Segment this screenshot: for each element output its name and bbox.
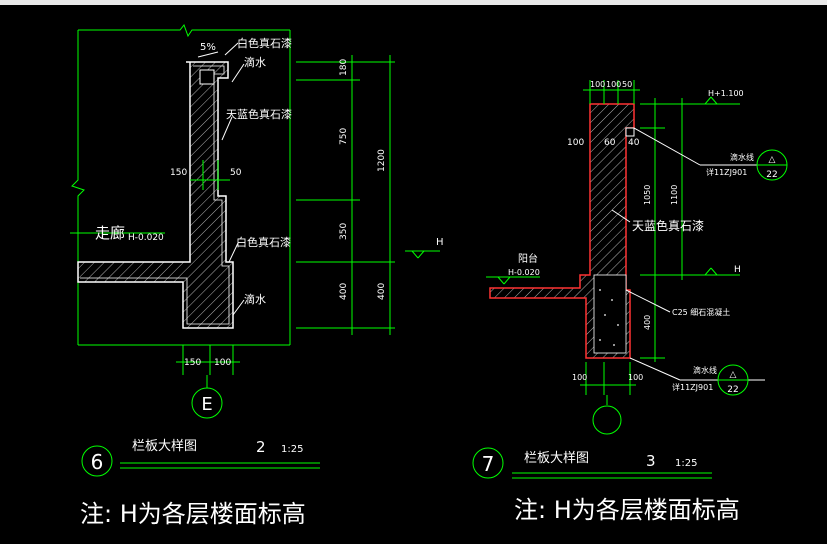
label-ref: 详11ZJ901 — [706, 167, 747, 177]
dim-top-100b: 100 — [606, 80, 621, 89]
label-h-right: H — [734, 265, 741, 275]
dim-40: 40 — [628, 138, 640, 148]
label-balcony: 阳台 — [518, 252, 538, 265]
callout-num-bottom: 22 — [727, 385, 738, 395]
detail-right: △ 22 △ 22 100 100 50 100 60 40 H+1.100 滴… — [472, 80, 788, 479]
title-scale-left: 1:25 — [281, 444, 303, 455]
label-h-left: H — [436, 237, 444, 248]
dim-150-bottom: 150 — [184, 358, 201, 368]
detail-left: E 5% 白色真石漆 滴水 天蓝色真石漆 白色真石漆 滴水 走廊 H-0.020… — [70, 23, 444, 477]
axis-bubble-e — [191, 387, 223, 419]
svg-text:△: △ — [730, 370, 737, 380]
dim-top-50: 50 — [622, 80, 632, 89]
window-top-bar — [0, 0, 827, 5]
dim-60: 60 — [604, 138, 616, 148]
dim-100-bottom: 100 — [214, 358, 231, 368]
note-left: 注: H为各层楼面标高 — [80, 500, 306, 528]
label-balcony-elev: H-0.020 — [508, 268, 540, 277]
label-drip-bottom: 滴水 — [244, 292, 266, 306]
label-white-stone-bottom: 白色真石漆 — [236, 235, 291, 249]
label-drip-line-bottom: 滴水线 — [693, 365, 717, 375]
label-corridor-elev: H-0.020 — [128, 233, 164, 243]
dim-50-upper: 50 — [230, 168, 242, 178]
dim-400-right: 400 — [643, 315, 652, 330]
slope-label: 5% — [200, 42, 216, 53]
title-scale-right: 1:25 — [675, 458, 697, 469]
dim-350: 350 — [339, 223, 349, 240]
title-circle-7 — [472, 447, 504, 479]
dim-1050: 1050 — [643, 185, 652, 205]
dim-top-100a: 100 — [590, 80, 605, 89]
dim-400-a: 400 — [339, 283, 349, 300]
label-ref-bottom: 详11ZJ901 — [672, 382, 713, 392]
elev-top: H+1.100 — [708, 89, 744, 98]
title-text-left: 栏板大样图 — [132, 439, 197, 454]
label-drip-line: 滴水线 — [730, 152, 754, 162]
dim-150-upper: 150 — [170, 168, 187, 178]
title-text-right: 栏板大样图 — [524, 451, 589, 466]
label-white-stone-top: 白色真石漆 — [237, 36, 292, 50]
dim-100-bl: 100 — [572, 373, 587, 382]
parapet-section — [77, 61, 234, 329]
parapet-section-right — [489, 103, 635, 359]
axis-label-e: E — [201, 394, 212, 415]
callout-num-top: 22 — [766, 170, 777, 180]
dim-400-b: 400 — [377, 283, 387, 300]
label-blue-stone-right: 天蓝色真石漆 — [632, 219, 704, 233]
title-circle-6 — [81, 445, 113, 477]
axis-bubble-right — [592, 405, 622, 435]
title-number-7: 7 — [482, 452, 495, 476]
label-drip-top: 滴水 — [244, 55, 266, 69]
svg-text:△: △ — [769, 155, 776, 165]
note-right: 注: H为各层楼面标高 — [514, 496, 740, 524]
dim-1100: 1100 — [670, 185, 679, 205]
dim-1200: 1200 — [377, 149, 387, 172]
label-blue-stone: 天蓝色真石漆 — [226, 107, 292, 121]
dim-750: 750 — [339, 128, 349, 145]
frame-lines — [70, 23, 291, 346]
dim-100-side: 100 — [567, 138, 584, 148]
dim-180: 180 — [339, 59, 349, 76]
label-corridor: 走廊 — [95, 224, 125, 242]
label-concrete: C25 细石混凝土 — [672, 307, 730, 317]
title-number-6: 6 — [91, 450, 104, 474]
title-sheet-left: 2 — [256, 438, 266, 456]
title-sheet-right: 3 — [646, 452, 656, 470]
dim-100-br: 100 — [628, 373, 643, 382]
